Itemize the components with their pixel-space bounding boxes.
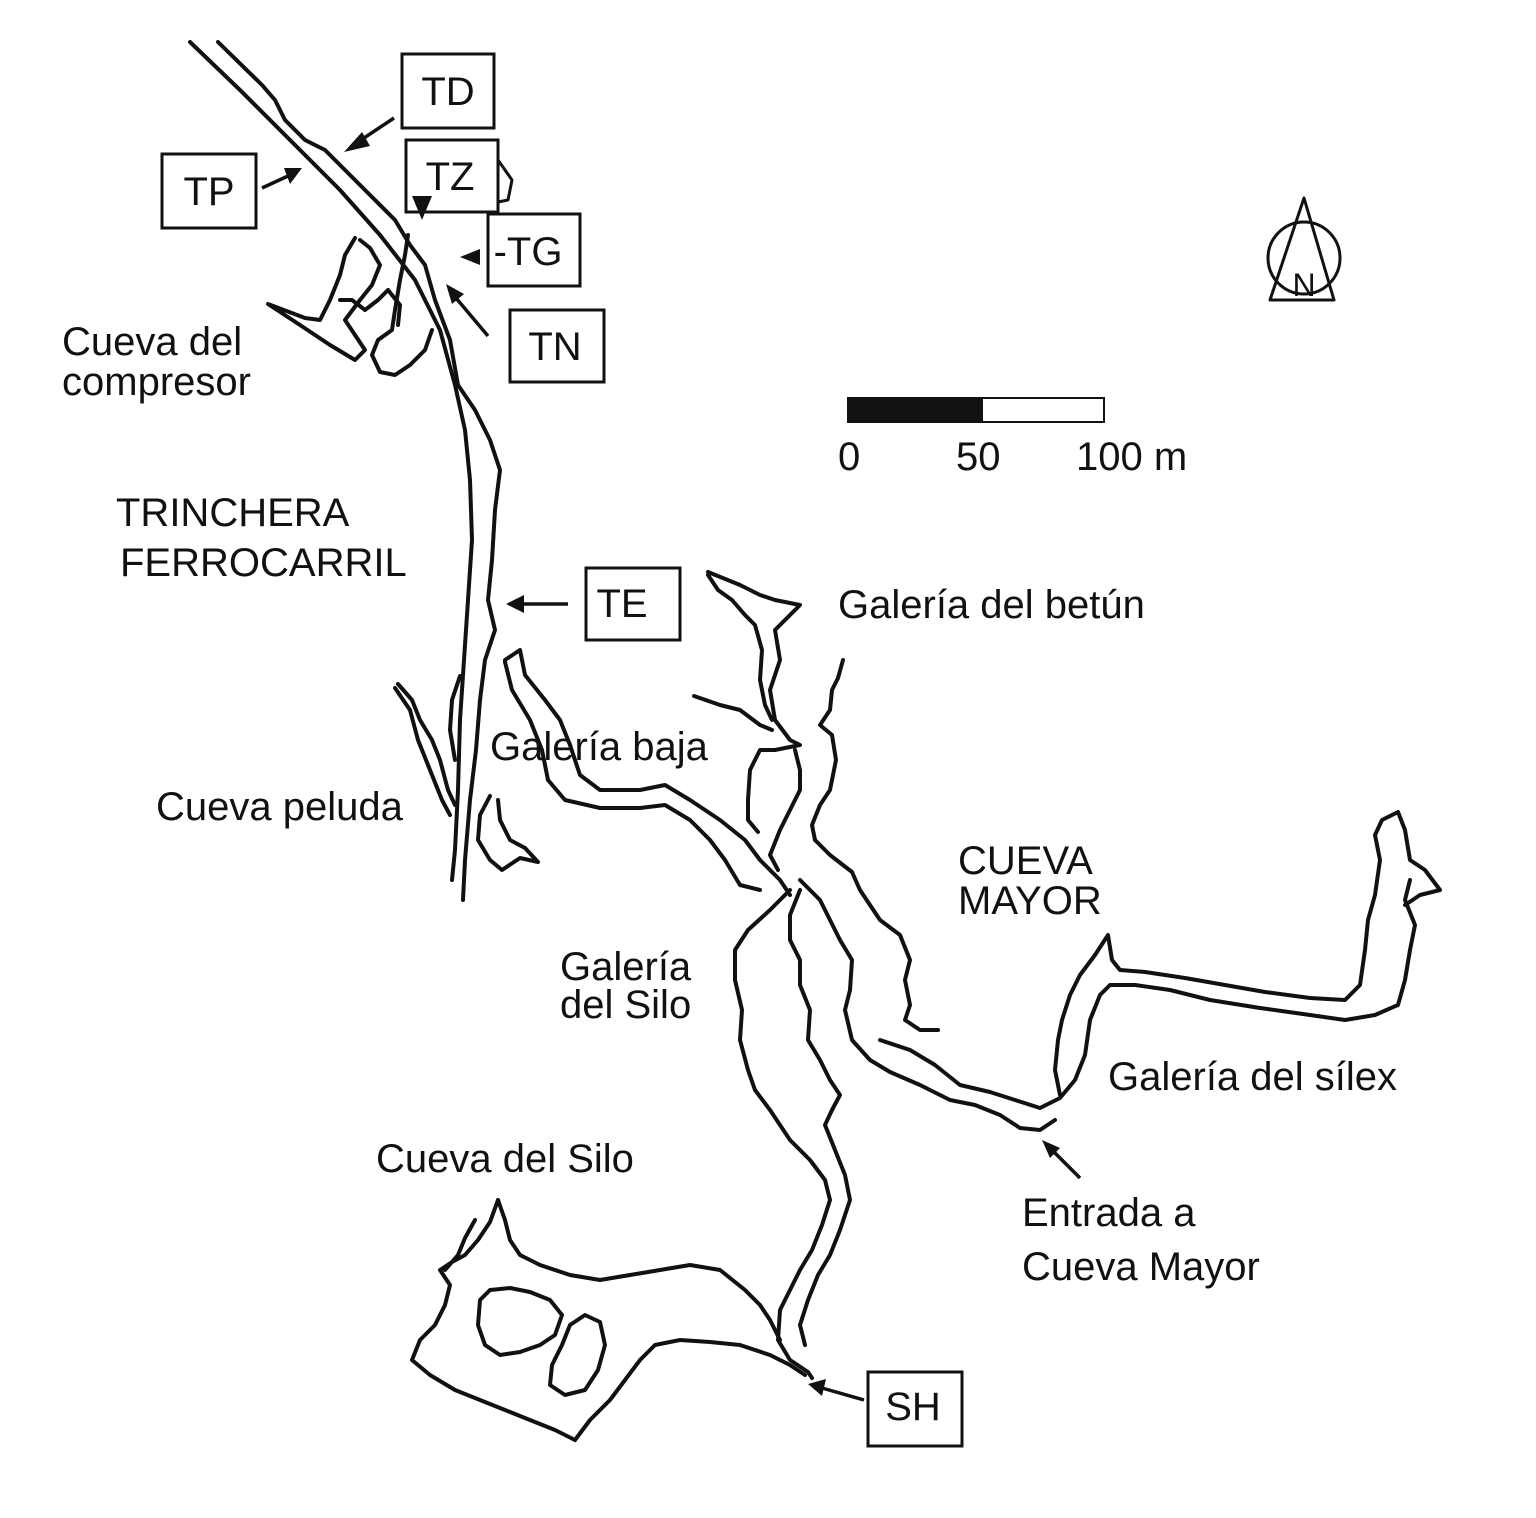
label-cueva-compresor-line2: compresor (62, 360, 251, 404)
label-galeria-betun: Galería del betún (838, 583, 1145, 627)
site-tn-box (508, 308, 606, 384)
site-tg-box (486, 212, 582, 288)
site-sh-label: SH (885, 1385, 941, 1429)
label-galeria-silo-line2: del Silo (560, 983, 691, 1027)
label-cueva-del-silo: Cueva del Silo (376, 1137, 634, 1181)
north-arrow-icon: N (1266, 196, 1342, 303)
site-tz: TZ (404, 138, 514, 220)
label-cueva-peluda: Cueva peluda (156, 785, 404, 829)
label-galeria-baja: Galería baja (490, 725, 709, 769)
cueva-del-compresor-outline (266, 233, 434, 377)
label-entrada-line2: Cueva Mayor (1022, 1245, 1260, 1289)
scale-bar: 0 50 100 m (838, 397, 1187, 479)
site-td-box (400, 52, 496, 130)
site-te-box (584, 566, 682, 642)
site-tp-label: TP (183, 170, 234, 214)
site-td-label: TD (421, 70, 474, 114)
site-sh: SH (808, 1370, 964, 1448)
label-trinchera-line1: TRINCHERA (116, 491, 350, 535)
label-entrada-line1: Entrada a (1022, 1191, 1196, 1235)
label-trinchera-line2: FERROCARRIL (120, 541, 407, 585)
scale-bar-black-segment (847, 397, 983, 423)
site-tn: TN (446, 284, 606, 384)
cueva-del-silo-outline (410, 1198, 807, 1442)
scale-bar-white-segment (981, 397, 1105, 423)
site-tn-label: TN (528, 325, 581, 369)
label-galeria-silo-line1: Galería (560, 945, 692, 989)
north-letter: N (1292, 267, 1315, 303)
site-tp-box (160, 152, 258, 230)
site-tg: -TG (460, 212, 582, 288)
scale-tick-0: 0 (838, 435, 860, 479)
scale-tick-100: 100 m (1076, 435, 1187, 479)
site-tp: TP (160, 152, 302, 230)
scale-tick-50: 50 (956, 435, 1001, 479)
site-tg-label: -TG (494, 230, 563, 274)
label-cueva-mayor-line1: CUEVA (958, 839, 1093, 883)
label-cueva-mayor-line2: MAYOR (958, 879, 1102, 923)
site-td: TD (344, 52, 496, 152)
site-tz-label: TZ (426, 155, 475, 199)
entrada-arrow (1042, 1140, 1082, 1180)
label-galeria-silex: Galería del sílex (1108, 1055, 1397, 1099)
trinchera-ferrocarril-outline (188, 40, 502, 902)
label-cueva-compresor-line1: Cueva del (62, 320, 242, 364)
site-te-label: TE (596, 582, 647, 626)
galeria-silo-outline (733, 888, 852, 1380)
cueva-peluda-outline (393, 674, 540, 872)
site-te: TE (506, 566, 682, 642)
cueva-mayor-system-outline (503, 570, 1442, 1132)
site-sh-box (866, 1370, 964, 1448)
